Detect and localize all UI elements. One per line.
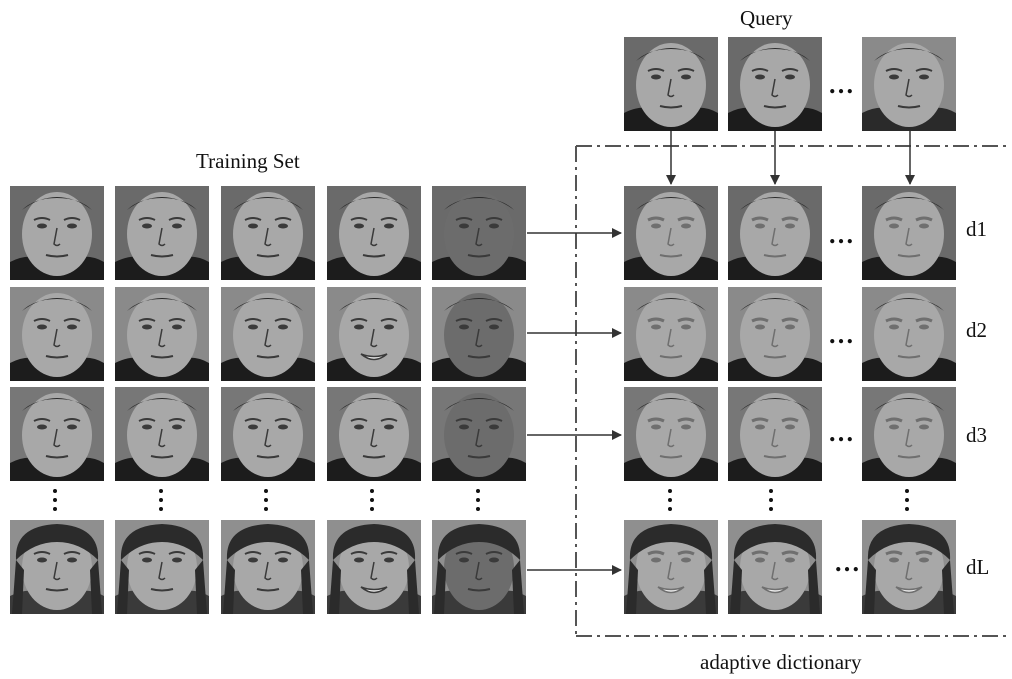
dL-ellipsis: …: [834, 548, 861, 577]
query-face-2: [728, 37, 822, 131]
dictionary-face-d1-c3: [862, 186, 956, 280]
dictionary-face-d3-c3: [862, 387, 956, 481]
query-face-1: [624, 37, 718, 131]
training-face-r3-c3: [221, 387, 315, 481]
training-face-r3-c1: [10, 387, 104, 481]
training-face-r2-c3: [221, 287, 315, 381]
training-col4-vdots: [370, 489, 376, 516]
query-label: Query: [740, 6, 793, 30]
training-face-r3-c2: [115, 387, 209, 481]
training-face-r2-c1: [10, 287, 104, 381]
dictionary-face-d4-c1: [624, 520, 718, 614]
training-face-r4-c4: [327, 520, 421, 614]
dictionary-face-d3-c1: [624, 387, 718, 481]
query-ellipsis: …: [828, 70, 855, 99]
training-col2-vdots: [159, 489, 165, 516]
training-face-r1-c2: [115, 186, 209, 280]
training-face-r3-c5: [432, 387, 526, 481]
training-col5-vdots: [476, 489, 482, 516]
dictionary-face-d1-c2: [728, 186, 822, 280]
dictionary-face-d2-c3: [862, 287, 956, 381]
training-face-r1-c1: [10, 186, 104, 280]
d3-ellipsis: …: [828, 418, 855, 447]
training-col3-vdots: [264, 489, 270, 516]
training-face-r1-c3: [221, 186, 315, 280]
row-label-d1: d1: [966, 217, 987, 241]
d1-ellipsis: …: [828, 220, 855, 249]
training-face-r2-c4: [327, 287, 421, 381]
dict-col1-vdots: [668, 489, 674, 516]
query-face-3: [862, 37, 956, 131]
training-face-r4-c1: [10, 520, 104, 614]
training-face-r1-c5: [432, 186, 526, 280]
training-set-label: Training Set: [196, 149, 300, 173]
dict-col3-vdots: [905, 489, 911, 516]
dictionary-face-d4-c3: [862, 520, 956, 614]
dictionary-face-d1-c1: [624, 186, 718, 280]
dictionary-face-d2-c1: [624, 287, 718, 381]
dictionary-face-d4-c2: [728, 520, 822, 614]
training-face-r2-c2: [115, 287, 209, 381]
dictionary-face-d2-c2: [728, 287, 822, 381]
training-col1-vdots: [53, 489, 59, 516]
training-face-r4-c3: [221, 520, 315, 614]
training-face-r1-c4: [327, 186, 421, 280]
training-face-r3-c4: [327, 387, 421, 481]
row-label-d3: d3: [966, 423, 987, 447]
dictionary-border: [575, 145, 1008, 637]
training-face-r4-c2: [115, 520, 209, 614]
d2-ellipsis: …: [828, 320, 855, 349]
training-face-r2-c5: [432, 287, 526, 381]
row-label-dL: dL: [966, 555, 990, 579]
adaptive-dictionary-label: adaptive dictionary: [700, 650, 862, 674]
training-face-r4-c5: [432, 520, 526, 614]
row-label-d2: d2: [966, 318, 987, 342]
dictionary-face-d3-c2: [728, 387, 822, 481]
dict-col2-vdots: [769, 489, 775, 516]
